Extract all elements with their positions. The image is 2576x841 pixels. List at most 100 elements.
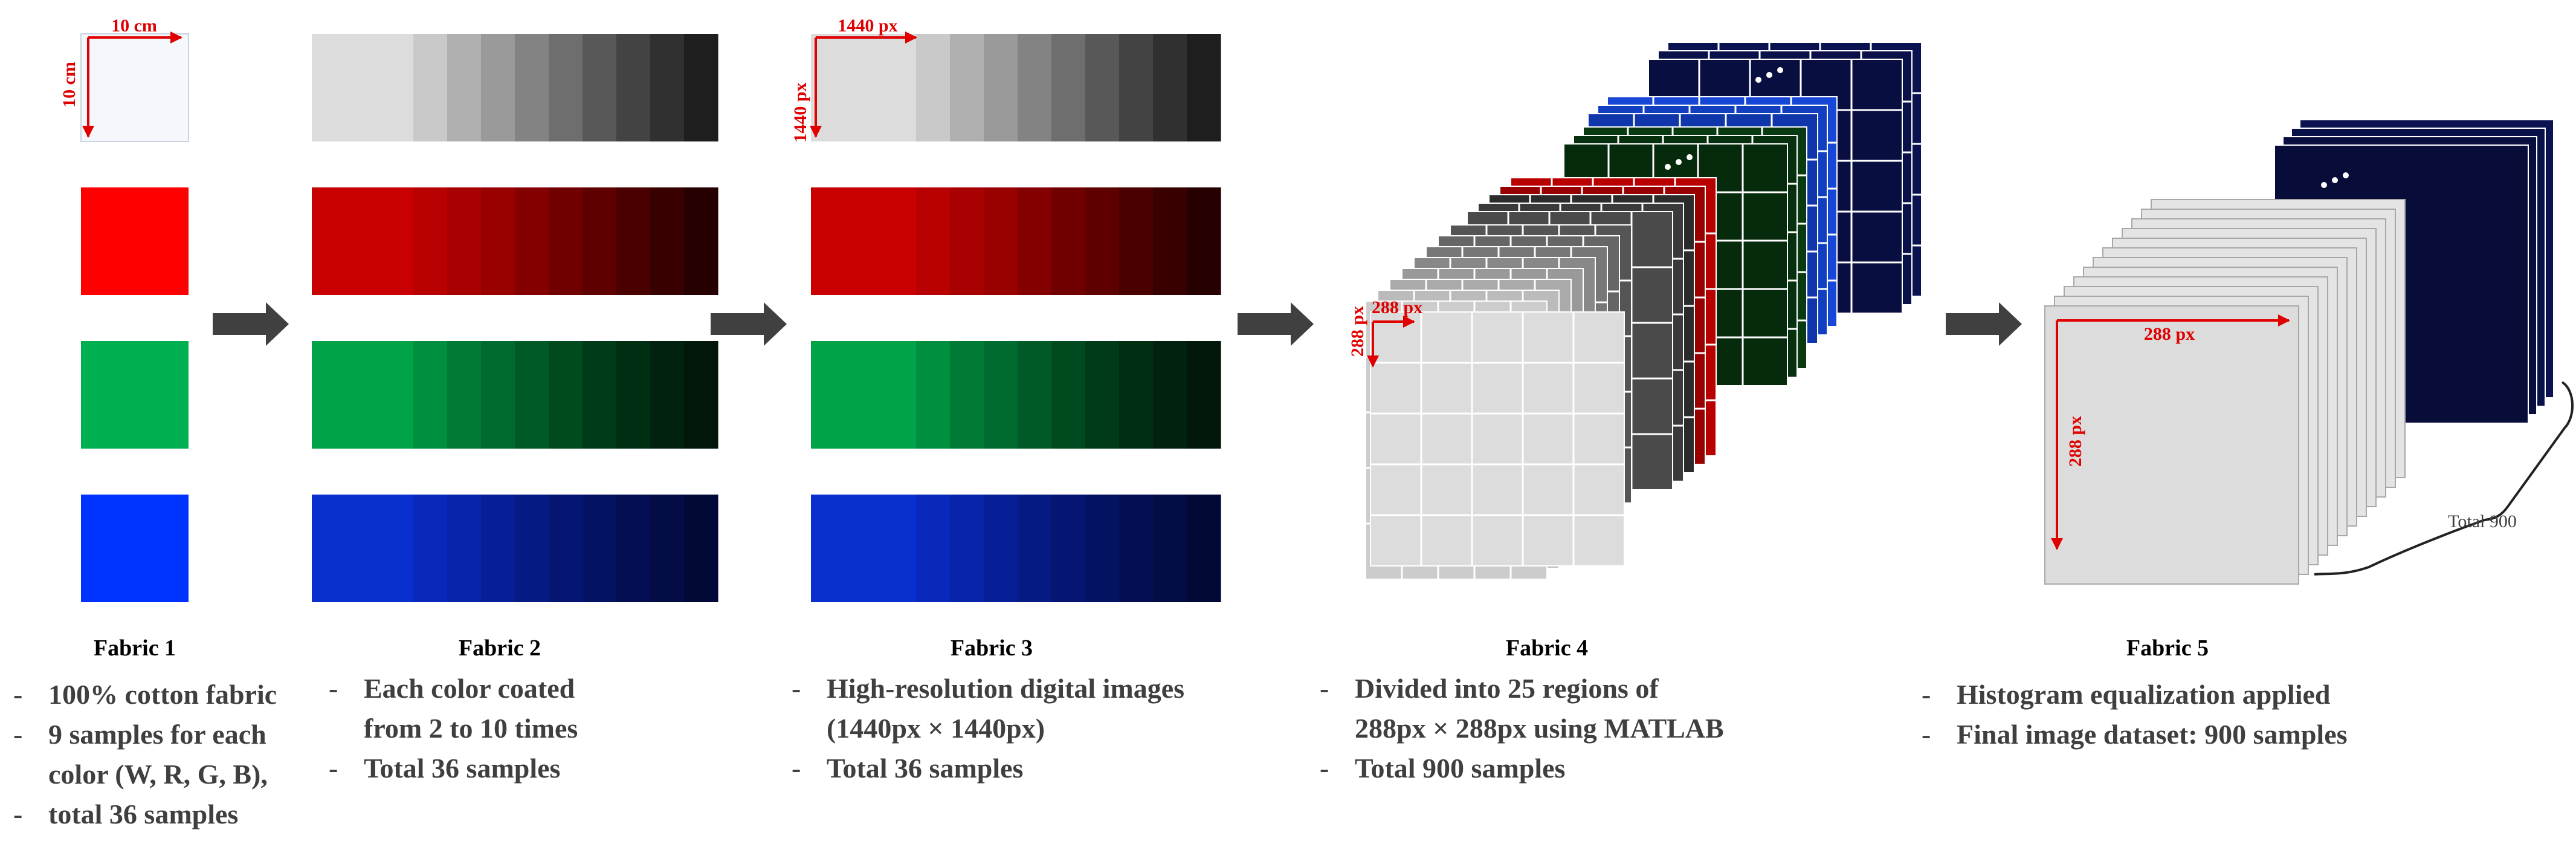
shade-cell	[481, 34, 515, 141]
shade-cell	[379, 341, 414, 449]
shade-cell	[881, 495, 917, 602]
bullet-dash: -	[329, 753, 338, 784]
shade-cell	[583, 34, 617, 141]
fabric-1-height-label: 10 cm	[59, 62, 79, 108]
bullet-text: 100% cotton fabric	[48, 679, 277, 710]
ellipsis-dot	[2332, 177, 2338, 183]
shade-cell	[1153, 341, 1187, 449]
arrow-2-3-icon	[711, 302, 787, 346]
ellipsis-dot	[1687, 154, 1693, 160]
bullet-text: total 36 samples	[48, 799, 239, 830]
shade-cell	[846, 34, 882, 141]
shade-cell	[650, 34, 685, 141]
fabric-5-dimensions: 288 px 288 px Total 900	[2051, 314, 2574, 576]
shade-cell	[984, 495, 1018, 602]
bullet-item: -Histogram equalization applied	[1922, 675, 2348, 715]
bullet-dash: -	[13, 679, 23, 710]
shade-cell	[447, 34, 482, 141]
shade-cell	[312, 34, 346, 141]
shade-cell	[1153, 34, 1187, 141]
shade-cell	[1187, 187, 1221, 295]
bullet-item: from 2 to 10 times	[329, 709, 578, 748]
shade-cell	[1187, 495, 1221, 602]
fabric-1-title: Fabric 1	[93, 635, 176, 661]
fabric-5-width-label: 288 px	[2144, 324, 2195, 344]
bullet-item: color (W, R, G, B),	[13, 755, 277, 794]
bullet-text: Histogram equalization applied	[1957, 679, 2331, 710]
shade-cell	[379, 495, 414, 602]
shade-cell	[950, 341, 984, 449]
fabric-4-bullets: - Divided into 25 regions of 288px × 288px…	[1320, 669, 1724, 788]
shade-cell	[950, 34, 984, 141]
shade-cell	[1051, 187, 1086, 295]
shade-cell	[1119, 341, 1154, 449]
bullet-text: Total 36 samples	[827, 753, 1024, 784]
shade-cell	[1153, 187, 1187, 295]
shade-cell	[916, 34, 951, 141]
shade-cell	[447, 495, 482, 602]
shade-cell	[616, 341, 651, 449]
stage-arrows	[213, 302, 2022, 346]
tile-sheet	[1370, 311, 1625, 567]
bullet-dash: -	[792, 673, 801, 704]
bullet-text: Total 36 samples	[364, 753, 561, 784]
fabric-4-title: Fabric 4	[1505, 635, 1589, 661]
ellipsis-dot	[2343, 172, 2349, 178]
bullet-item: -9 samples for each	[13, 715, 277, 755]
bullet-text: (1440px × 1440px)	[827, 713, 1045, 744]
bullet-item: (1440px × 1440px)	[792, 709, 1184, 748]
shade-cell	[1018, 341, 1052, 449]
shade-cell	[950, 187, 984, 295]
bullet-text: 288px × 288px using MATLAB	[1355, 713, 1724, 744]
bullet-dash: -	[1922, 719, 1931, 750]
fabric-2-strips	[312, 34, 718, 602]
blue-sample	[81, 495, 189, 602]
shade-cell	[515, 187, 549, 295]
shade-cell	[1051, 341, 1086, 449]
grey-sheet	[2044, 305, 2299, 585]
shade-cell	[515, 341, 549, 449]
shade-cell	[583, 495, 617, 602]
shade-cell	[684, 341, 718, 449]
bullet-item: - total 36 samples	[13, 794, 277, 834]
total-brace	[2314, 381, 2574, 576]
shade-cell	[549, 187, 583, 295]
shade-cell	[312, 341, 346, 449]
shade-cell	[346, 495, 380, 602]
bullet-text: Divided into 25 regions of	[1355, 673, 1659, 704]
brace-label: Total 900	[2448, 511, 2517, 531]
shade-cell	[379, 187, 414, 295]
shade-cell	[881, 187, 917, 295]
shade-cell	[549, 341, 583, 449]
shade-cell	[1119, 187, 1154, 295]
fabric-1-width-label: 10 cm	[111, 16, 157, 36]
shade-cell	[413, 495, 448, 602]
fabric-5-bullets: -Histogram equalization applied-Final im…	[1922, 675, 2348, 755]
bullet-dash: -	[1320, 753, 1329, 784]
shade-cell	[413, 187, 448, 295]
shade-cell	[881, 34, 917, 141]
bullet-text: Each color coated	[364, 673, 575, 704]
shade-cell	[1085, 341, 1120, 449]
fabric-4-dimensions: 288 px 288 px	[1348, 297, 1422, 368]
bullet-item: -100% cotton fabric	[13, 675, 277, 715]
shade-cell	[447, 187, 482, 295]
bullet-text: from 2 to 10 times	[364, 713, 578, 744]
shade-cell	[950, 495, 984, 602]
shade-cell	[515, 495, 549, 602]
bullet-text: High-resolution digital images	[827, 673, 1185, 704]
ellipsis-dot	[1766, 72, 1772, 78]
bullet-text: 9 samples for each	[48, 719, 266, 750]
shade-cell	[846, 341, 882, 449]
shade-cell	[413, 34, 448, 141]
shade-cell	[616, 34, 651, 141]
fabric-1-samples: 10 cm 10 cm	[59, 16, 189, 602]
shade-cell	[346, 34, 380, 141]
shade-cell	[1018, 495, 1052, 602]
arrow-3-4-icon	[1238, 302, 1314, 346]
arrow-4-5-icon	[1946, 302, 2022, 346]
shade-cell	[984, 34, 1018, 141]
shade-cell	[1085, 34, 1120, 141]
